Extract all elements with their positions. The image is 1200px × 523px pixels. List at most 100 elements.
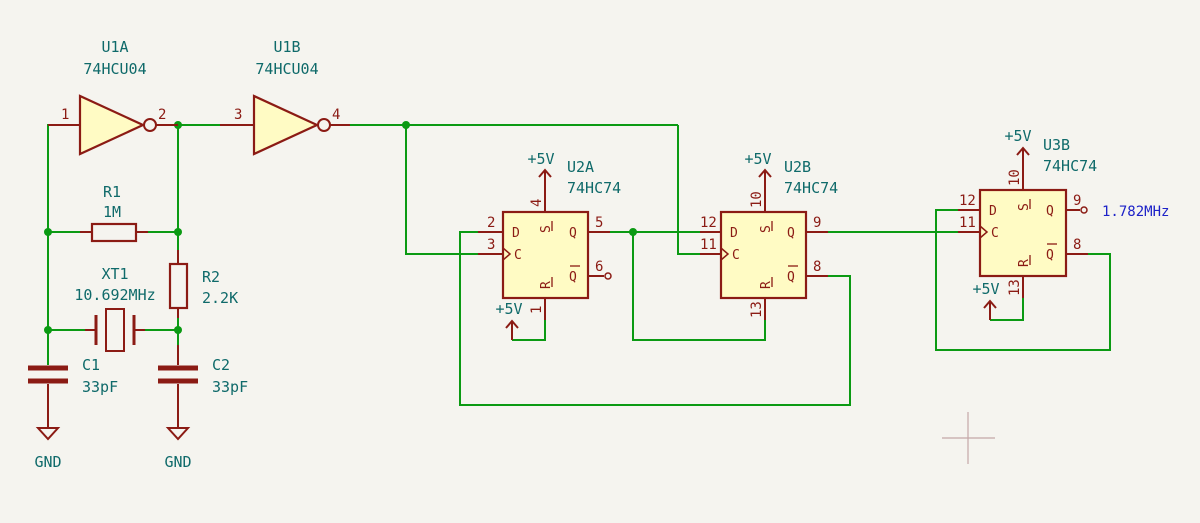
wire-u3b-qn-feedback [935, 209, 1111, 351]
pin-number: 6 [595, 259, 603, 275]
pin-number: 1 [529, 306, 545, 314]
pin-number: 12 [959, 193, 976, 209]
pin-number: 12 [700, 215, 717, 231]
flipflop-body [719, 210, 808, 300]
junction-dot [174, 228, 182, 236]
pin-number: 5 [595, 215, 603, 231]
capacitor-c1: C1 33pF [28, 330, 118, 428]
pin-name-r: R [1017, 259, 1032, 267]
power-symbol-u3b-s: +5V [1004, 127, 1032, 168]
no-connect-icon [1080, 206, 1088, 214]
wires [47, 124, 1111, 406]
pin-name-q: Q [1046, 204, 1054, 219]
wire-clk-u2b [677, 125, 700, 255]
u1a-value: 74HCU04 [83, 60, 146, 78]
c1-value: 33pF [82, 378, 118, 396]
pin-number: 4 [529, 199, 545, 207]
power-symbol-u2b-s: +5V [744, 150, 772, 190]
pin-name-qn: Q [569, 270, 577, 285]
resistor-body [168, 262, 189, 310]
power-arrow-icon [505, 319, 519, 329]
pin-name-qn: Q [1046, 248, 1054, 263]
power-arrow-icon [1016, 146, 1030, 156]
pin-name-d: D [730, 226, 738, 241]
crystal-body [105, 308, 125, 352]
pin-number: 9 [1073, 193, 1081, 209]
pin-name-qn: Q [787, 270, 795, 285]
capacitor-c2: C2 33pF [158, 345, 248, 428]
no-connect-icon [604, 272, 612, 280]
pin-name-c: C [732, 248, 740, 263]
u3b-value: 74HC74 [1043, 157, 1097, 175]
u1a-pin-out: 2 [158, 107, 166, 123]
u2b-value: 74HC74 [784, 179, 838, 197]
pin-name-s: S [1017, 203, 1032, 211]
inverter-u1a: U1A 74HCU04 1 2 [48, 38, 178, 156]
power-symbol-u2a-s: +5V [527, 150, 555, 190]
junction-dot [174, 326, 182, 334]
pin-number: 8 [1073, 237, 1081, 253]
wire-u2b-qn-feedback [459, 231, 851, 406]
wire-u2a-q-to-u2b-r [632, 232, 766, 341]
inverter-bubble [143, 118, 157, 132]
inverter-bubble [317, 118, 331, 132]
flipflop-u2a: D C Q Q S R 2 3 4 5 6 1 U2A 74HC74 [478, 158, 621, 320]
resistor-r2: R2 2.2K [168, 250, 238, 318]
pin-number: 3 [487, 237, 495, 253]
pin-name-s: S [759, 225, 774, 233]
inverter-body [78, 94, 146, 156]
u2a-ref: U2A [567, 158, 594, 176]
pin-number: 8 [813, 259, 821, 275]
r1-value: 1M [103, 203, 121, 221]
r2-value: 2.2K [202, 289, 238, 307]
pin-number: 13 [749, 301, 765, 318]
junction-dot [402, 121, 410, 129]
resistor-r1: R1 1M [80, 183, 148, 243]
pin-name-c: C [514, 248, 522, 263]
pin-number: 13 [1007, 279, 1023, 296]
pin-number: 2 [487, 215, 495, 231]
clock-edge-icon [979, 225, 989, 239]
pin-number: 11 [959, 215, 976, 231]
ground-symbol-c2: GND [164, 427, 192, 471]
clock-edge-icon [502, 247, 512, 261]
wire-u3b-r-power [990, 298, 1024, 321]
pin-name-q: Q [787, 226, 795, 241]
wire-u2a-r-power [512, 320, 546, 341]
power-label: +5V [744, 150, 771, 168]
wire-u1a-input-column [47, 124, 72, 330]
u1b-value: 74HCU04 [255, 60, 318, 78]
junction-dot [629, 228, 637, 236]
power-symbol-u3b-r: +5V [972, 280, 1000, 320]
pin-number: 10 [1007, 169, 1023, 186]
pin-name-r: R [759, 281, 774, 289]
wire-clk-u2a [405, 125, 478, 255]
power-arrow-icon [983, 299, 997, 309]
r1-ref: R1 [103, 183, 121, 201]
junction-dot [44, 228, 52, 236]
pin-name-q: Q [569, 226, 577, 241]
output-net-label: 1.782MHz [1102, 204, 1169, 220]
pin-number: 11 [700, 237, 717, 253]
c1-ref: C1 [82, 356, 100, 374]
flipflop-u3b: D C Q Q S R 12 11 10 9 8 13 U3B 74HC74 [958, 136, 1097, 298]
power-label: +5V [495, 300, 522, 318]
u2b-ref: U2B [784, 158, 811, 176]
cursor-crosshair-icon [942, 412, 995, 464]
xt1-value: 10.692MHz [74, 286, 155, 304]
pin-number: 10 [749, 191, 765, 208]
ground-icon [35, 427, 61, 441]
power-label: +5V [527, 150, 554, 168]
power-arrow-icon [538, 168, 552, 178]
power-symbol-u2a-r: +5V [495, 300, 523, 340]
resistor-body [90, 222, 138, 243]
c2-value: 33pF [212, 378, 248, 396]
xt1-ref: XT1 [101, 265, 128, 283]
pin-number: 9 [813, 215, 821, 231]
gnd-label: GND [34, 453, 61, 471]
pin-name-r: R [539, 281, 554, 289]
c2-ref: C2 [212, 356, 230, 374]
u2a-value: 74HC74 [567, 179, 621, 197]
ground-icon [165, 427, 191, 441]
inverter-body [252, 94, 320, 156]
